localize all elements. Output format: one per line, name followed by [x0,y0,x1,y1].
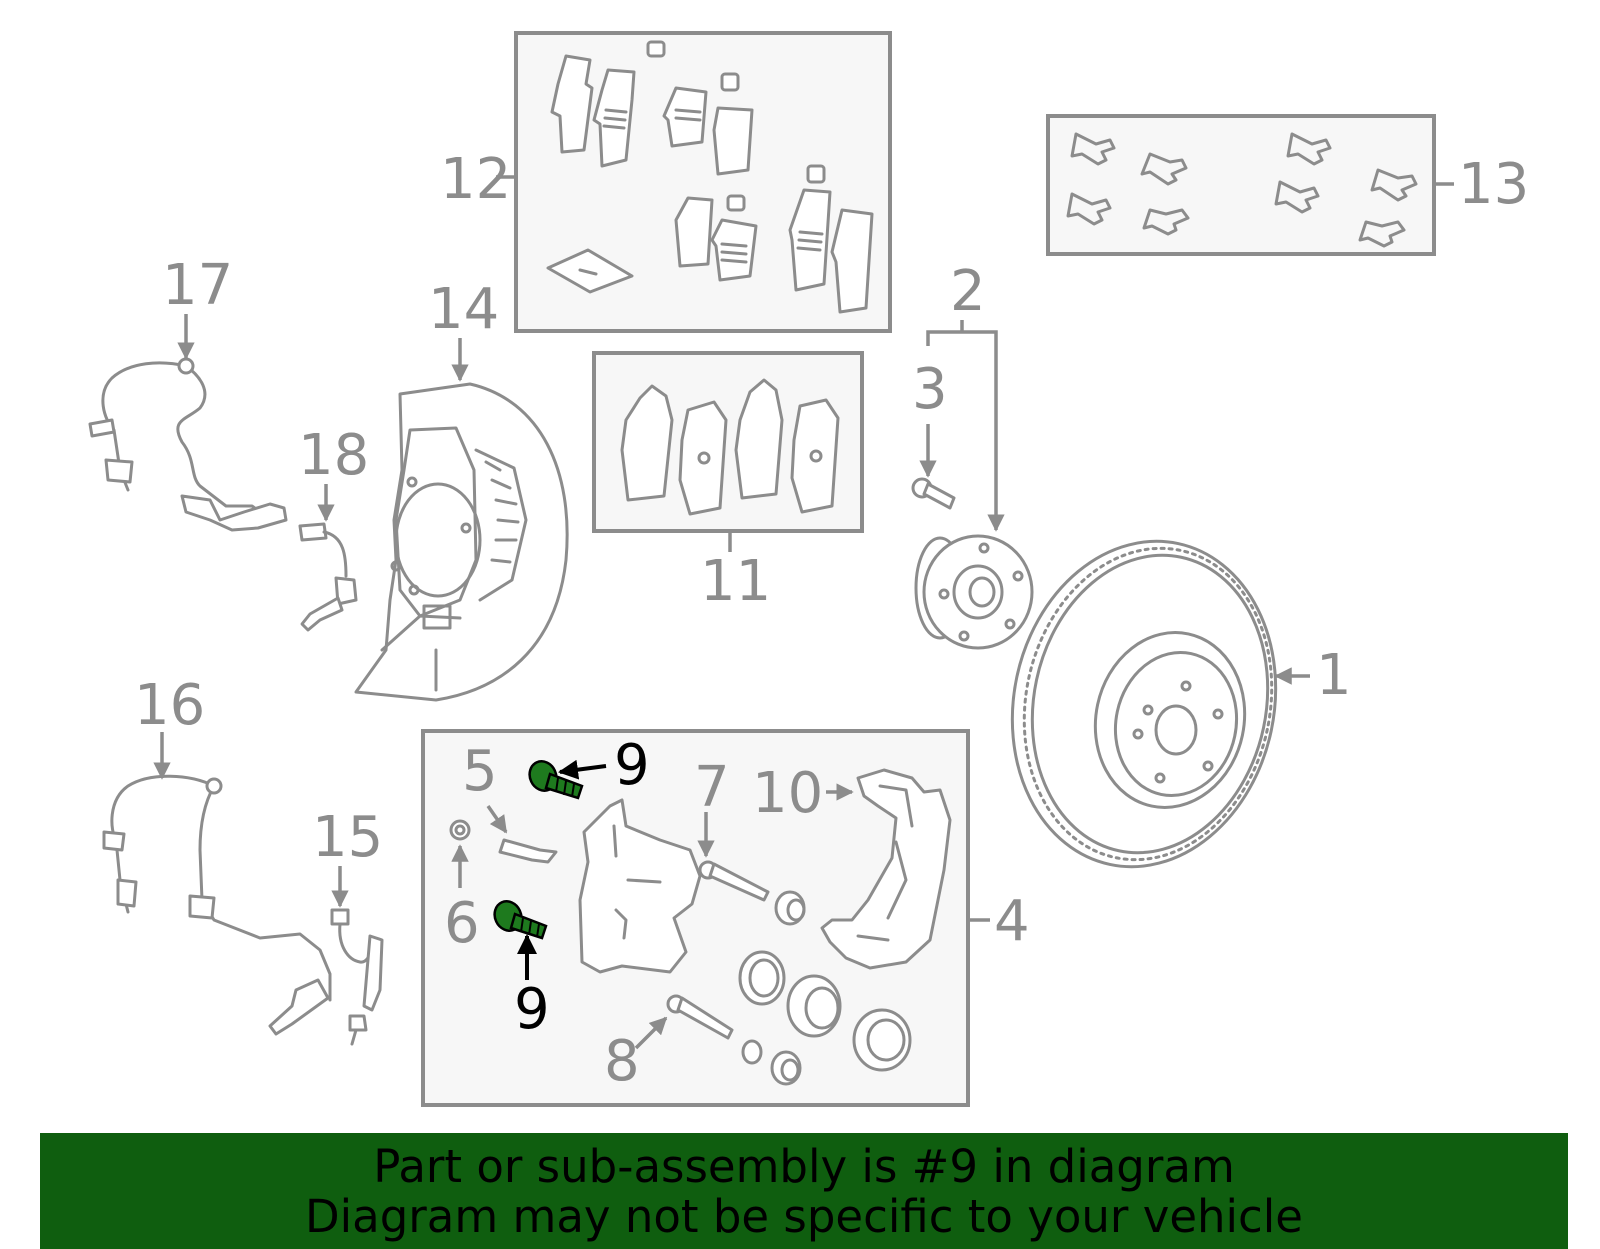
callout-9-upper: 9 [614,733,650,798]
callout-12: 12 [440,147,511,212]
callout-3: 3 [912,357,948,422]
callout-10: 10 [752,761,823,826]
notice-banner: Part or sub-assembly is #9 in diagram Di… [40,1133,1568,1249]
callout-7: 7 [694,755,730,820]
part-11-brake-pad-set-box [592,351,864,533]
part-18-speed-sensor [298,522,358,632]
part-1-brake-rotor [1010,539,1278,869]
callout-1: 1 [1316,643,1352,708]
part-17-sensor-harness [88,357,288,532]
part-16-sensor-harness [102,774,332,1036]
callout-8: 8 [604,1029,640,1094]
callout-18: 18 [298,423,369,488]
part-9-bolt-lower [493,900,548,940]
part-2-hub-bearing [914,534,1034,650]
callout-9-lower: 9 [514,977,550,1042]
callout-4: 4 [994,889,1030,954]
callout-2: 2 [950,259,986,324]
part-3-hub-bolt [911,477,956,510]
callout-13: 13 [1458,152,1529,217]
callout-14: 14 [428,277,499,342]
banner-line-2: Diagram may not be specific to your vehi… [305,1190,1303,1243]
callout-5: 5 [462,739,498,804]
callout-16: 16 [134,673,205,738]
callout-6: 6 [444,891,480,956]
part-9-bolt-upper [528,760,584,800]
callout-17: 17 [162,253,233,318]
part-14-dust-shield [354,382,569,702]
part-13-clip-kit-box [1046,114,1436,256]
callout-15: 15 [312,805,383,870]
part-15-speed-sensor [330,908,384,1046]
callout-11: 11 [700,549,771,614]
banner-line-1: Part or sub-assembly is #9 in diagram [373,1140,1235,1193]
part-12-hardware-kit-box [514,31,892,333]
